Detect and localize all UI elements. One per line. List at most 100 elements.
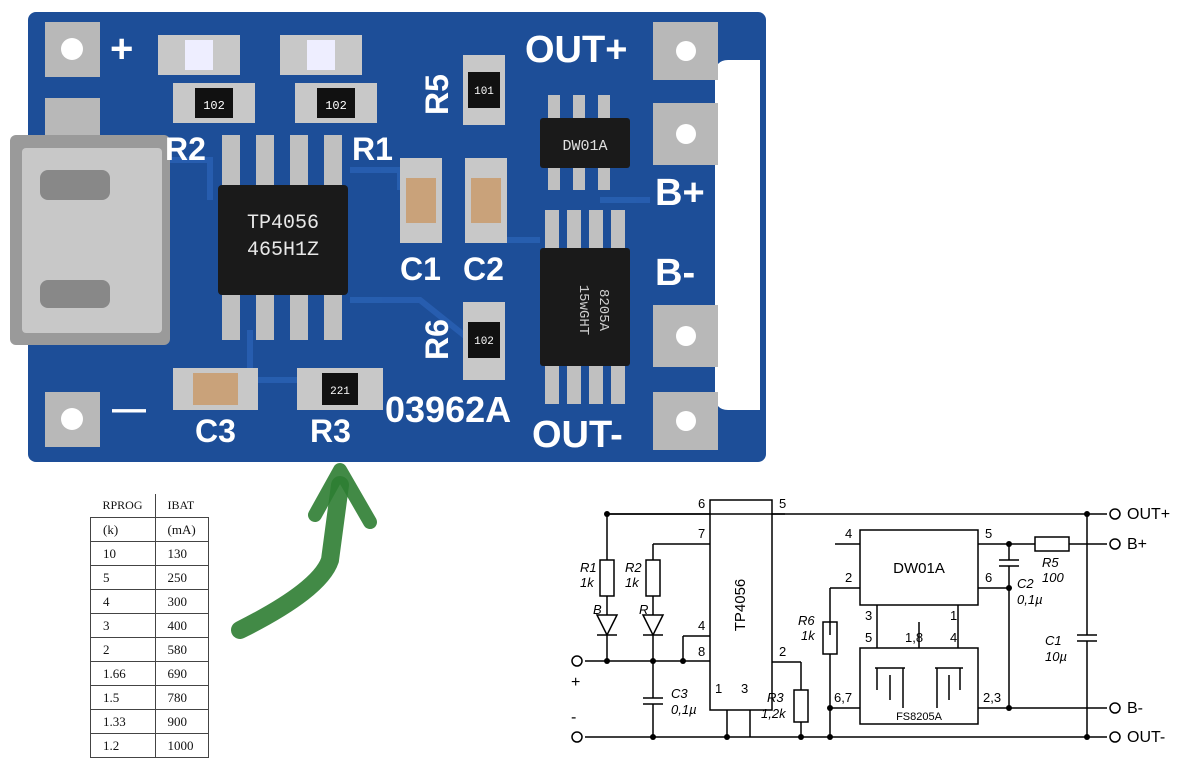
micro-usb-connector: [10, 135, 170, 345]
cell-rprog: 4: [90, 589, 156, 614]
silk-b-minus: B-: [655, 252, 695, 294]
pin-dw-4: 4: [845, 526, 852, 541]
silk-r3: R3: [310, 413, 351, 449]
r5-label: R5: [1042, 555, 1059, 570]
terminal-out-minus: OUT-: [1127, 729, 1165, 746]
r6-value: 1k: [801, 628, 816, 643]
table-header-row: RPROG IBAT: [90, 494, 209, 518]
cell-ibat: 900: [154, 709, 209, 734]
unit-rprog: (k): [90, 517, 156, 542]
c1-value: 10µ: [1045, 649, 1067, 664]
r2-value: 1k: [625, 575, 640, 590]
table-units-row: (k) (mA): [90, 517, 209, 542]
silk-out-minus: OUT-: [532, 414, 623, 456]
dw01a-label: DW01A: [893, 560, 945, 577]
r2-code: 102: [203, 99, 225, 113]
silk-minus: —: [112, 390, 146, 428]
unit-ibat: (mA): [154, 517, 209, 542]
cell-ibat: 130: [154, 541, 209, 566]
pin-tp-7: 7: [698, 526, 705, 541]
cell-ibat: 580: [154, 637, 209, 662]
circuit-schematic: TP4056 DW01A FS8205A OUT+ B+ B- OUT- + -…: [571, 496, 1170, 746]
dw01a-chip: DW01A: [540, 95, 630, 190]
tp4056-marking-2: 465H1Z: [247, 239, 319, 262]
resistor-r1: 102: [295, 83, 377, 123]
pin-tp-4: 4: [698, 618, 705, 633]
terminal-b-plus: B+: [1127, 536, 1147, 553]
r1-label: R1: [580, 560, 597, 575]
cell-rprog: 1.33: [90, 709, 156, 734]
r6-code: 102: [474, 336, 494, 348]
resistor-r5: 101: [463, 55, 505, 125]
pin-tp-1: 1: [715, 681, 722, 696]
pin-dw-6: 6: [985, 570, 992, 585]
resistor-r3: 221: [297, 368, 383, 410]
pin-tp-2: 2: [779, 644, 786, 659]
silk-c3: C3: [195, 413, 236, 449]
terminal-b-minus: B-: [1127, 700, 1143, 717]
input-plus: +: [571, 674, 580, 691]
r1-value: 1k: [580, 575, 595, 590]
tp4056-symbol: [709, 499, 773, 711]
fs8205-chip: 8205A 15wGHT: [540, 210, 630, 404]
cell-ibat: 780: [154, 685, 209, 710]
dw01a-symbol: [859, 529, 979, 606]
cell-ibat: 300: [154, 589, 209, 614]
cell-rprog: 1.66: [90, 661, 156, 686]
pin-dw-1: 1: [950, 608, 957, 623]
cell-ibat: 1000: [154, 733, 209, 758]
column-header-rprog: RPROG: [90, 494, 156, 518]
silk-plus: +: [110, 27, 133, 71]
dw01a-marking: DW01A: [562, 138, 607, 155]
resistor-r2: 102: [173, 83, 255, 123]
pin-dw-3: 3: [865, 608, 872, 623]
resistor-r6: 102: [463, 302, 505, 380]
r1-code: 102: [325, 99, 347, 113]
silk-r2: R2: [165, 131, 206, 167]
r5-value: 100: [1042, 570, 1064, 585]
cell-rprog: 3: [90, 613, 156, 638]
r2-label: R2: [625, 560, 642, 575]
c2-value: 0,1µ: [1017, 592, 1043, 607]
capacitor-parts: [173, 158, 507, 410]
tp4056-chip: TP4056 465H1Z: [218, 135, 348, 340]
led-r-label: R: [639, 602, 648, 617]
pin-tp-8: 8: [698, 644, 705, 659]
corner-pads: [45, 22, 718, 450]
pin-fs-23: 2,3: [983, 690, 1001, 705]
r3-code: 221: [330, 386, 350, 398]
silk-r1: R1: [352, 131, 393, 167]
terminal-out-plus: OUT+: [1127, 506, 1170, 523]
cell-rprog: 10: [90, 541, 156, 566]
fs8205a-label: FS8205A: [896, 711, 943, 723]
pcb-photo: 102 102 101 102 221 TP4056 465H1Z: [10, 12, 766, 462]
pin-dw-2: 2: [845, 570, 852, 585]
r3-value: 1,2k: [761, 706, 787, 721]
pin-fs-18: 1,8: [905, 630, 923, 645]
r6-label: R6: [798, 613, 815, 628]
silk-c1: C1: [400, 251, 441, 287]
silk-c2: C2: [463, 251, 504, 287]
c3-value: 0,1µ: [671, 702, 697, 717]
pin-fs-67: 6,7: [834, 690, 852, 705]
fs8205-marking-2: 15wGHT: [575, 285, 591, 335]
silk-r6: R6: [419, 319, 455, 360]
led-parts: [158, 35, 362, 75]
silk-r5: R5: [419, 74, 455, 115]
cell-rprog: 5: [90, 565, 156, 590]
input-minus: -: [571, 709, 576, 726]
cell-ibat: 250: [154, 565, 209, 590]
column-header-ibat: IBAT: [155, 494, 209, 518]
led-b-label: B: [593, 602, 602, 617]
silk-board-code: 03962A: [385, 389, 511, 430]
